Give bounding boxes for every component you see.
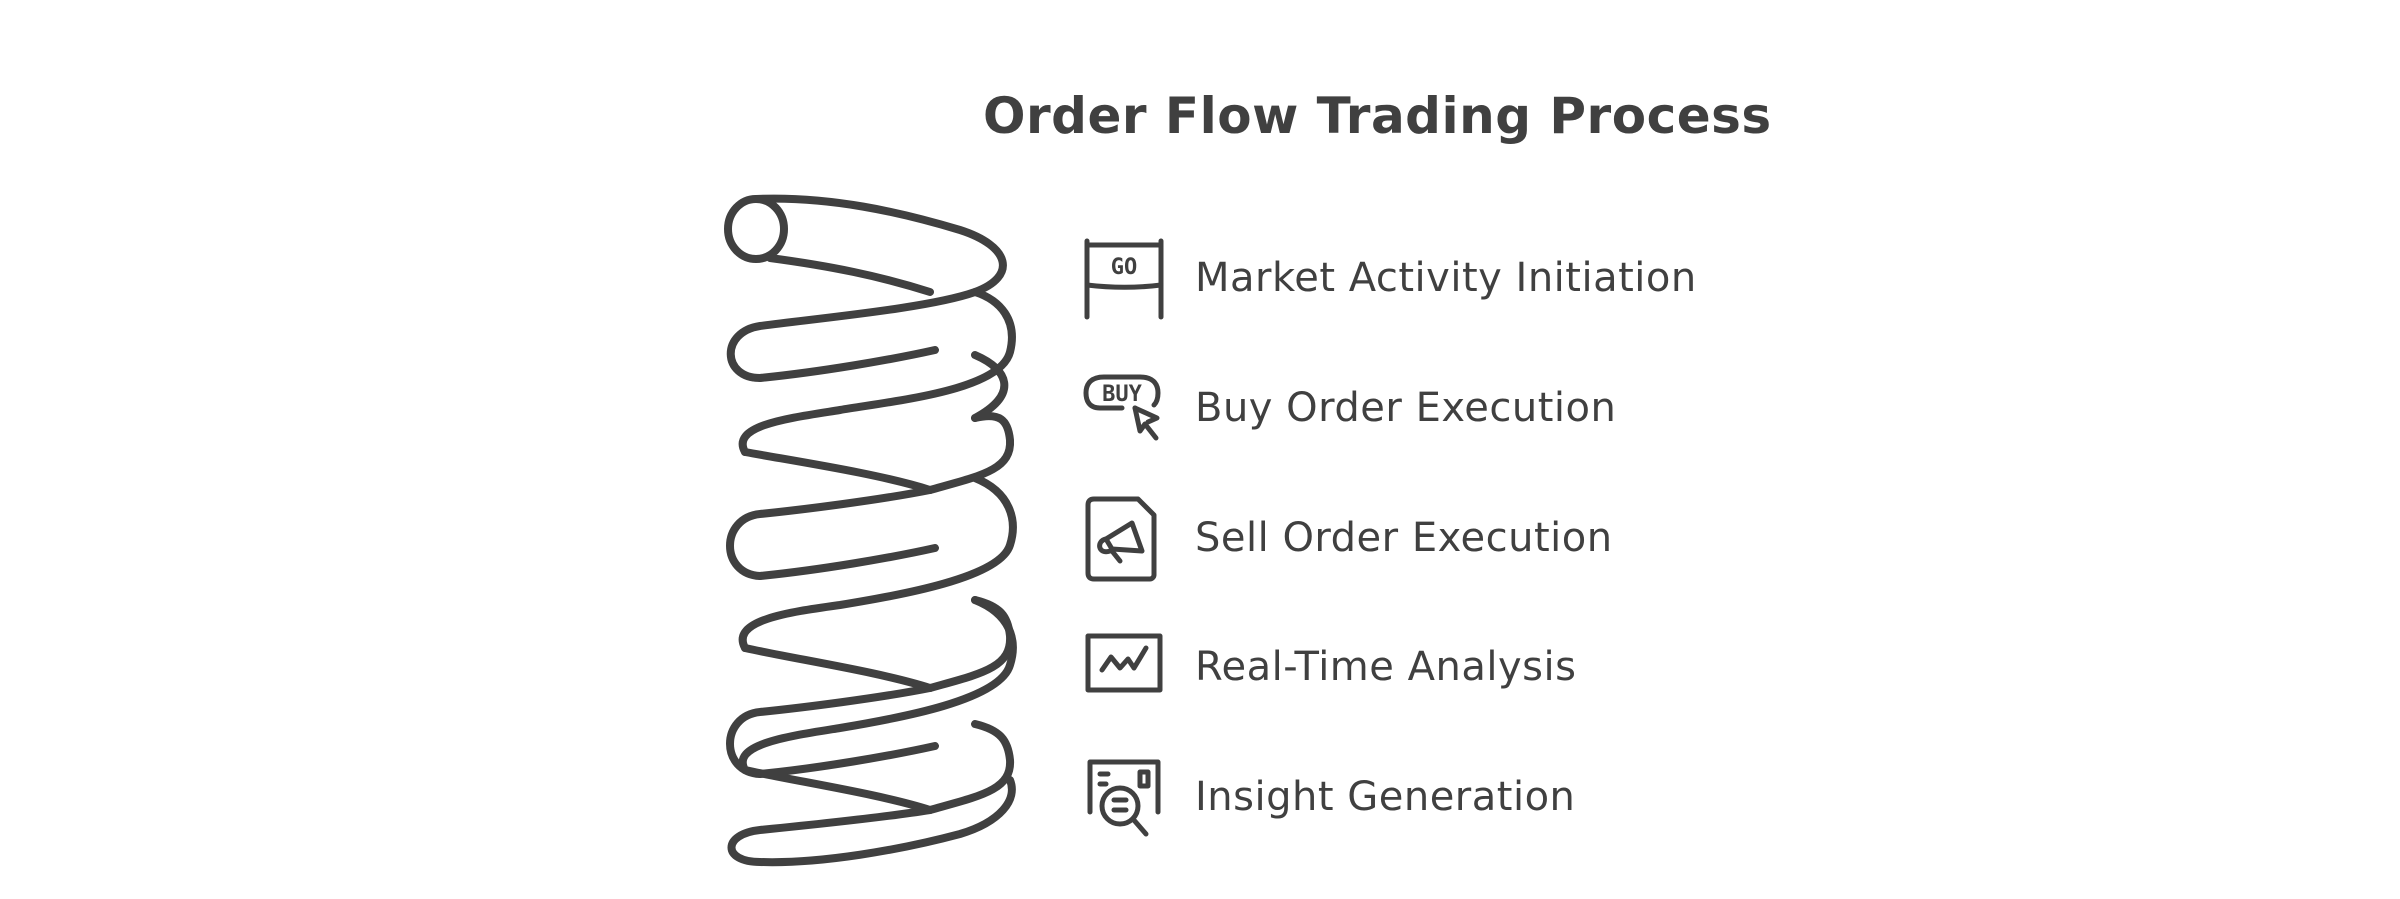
magnifier-report-icon	[1082, 754, 1168, 840]
step-label: Sell Order Execution	[1195, 515, 1613, 561]
line-chart-monitor-icon	[1082, 624, 1168, 710]
step-label: Market Activity Initiation	[1195, 255, 1697, 301]
diagram-title: Order Flow Trading Process	[983, 87, 1772, 145]
step-market-activity-initiation: GO Market Activity Initiation	[1082, 233, 1697, 323]
step-insight-generation: Insight Generation	[1082, 752, 1575, 842]
buy-button-cursor-icon: BUY	[1082, 365, 1168, 451]
step-real-time-analysis: Real-Time Analysis	[1082, 622, 1576, 712]
svg-text:BUY: BUY	[1102, 382, 1142, 407]
go-sign-icon: GO	[1082, 235, 1168, 321]
svg-text:GO: GO	[1111, 255, 1138, 280]
step-label: Insight Generation	[1195, 774, 1576, 820]
step-label: Buy Order Execution	[1195, 385, 1617, 431]
step-label: Real-Time Analysis	[1195, 644, 1577, 690]
megaphone-document-icon	[1082, 495, 1168, 582]
step-sell-order-execution: Sell Order Execution	[1082, 493, 1613, 583]
step-buy-order-execution: BUY Buy Order Execution	[1082, 363, 1616, 453]
